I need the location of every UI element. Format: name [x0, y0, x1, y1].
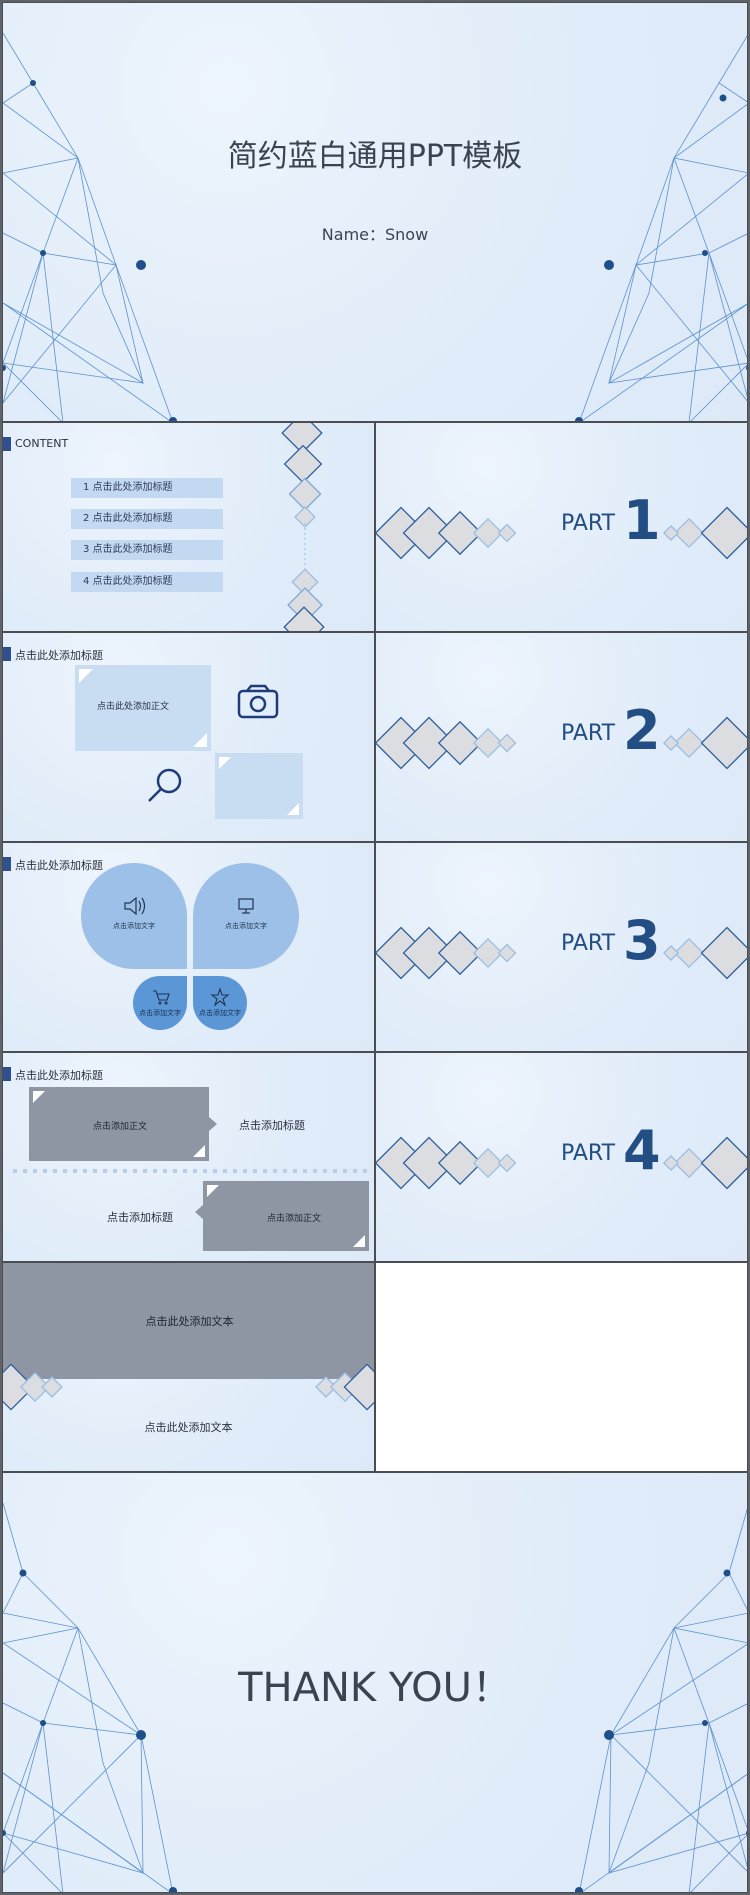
- part-word: PART: [561, 721, 616, 746]
- petal-text: 点击添加文字: [199, 1009, 241, 1017]
- text-box-slide[interactable]: 点击此处添加标题 点击此处添加正文: [2, 632, 375, 842]
- header-marker: [3, 857, 11, 871]
- camera-icon: [237, 684, 279, 719]
- monitor-icon: [238, 898, 254, 914]
- slide-header: 点击此处添加标题: [15, 649, 103, 662]
- part-2-slide[interactable]: PART 2: [375, 632, 748, 842]
- callout-slide[interactable]: 点击此处添加标题 点击添加正文 点击添加标题 点击添加标题 点击添加正文: [2, 1052, 375, 1262]
- content-item-3[interactable]: 3 点击此处添加标题: [71, 540, 223, 560]
- callout-label-1: 点击添加标题: [239, 1119, 305, 1132]
- thank-you-text: THANK YOU！: [238, 1665, 512, 1711]
- diamond-row-decoration: [376, 926, 747, 980]
- petal-bottom-left[interactable]: 点击添加文字: [133, 976, 187, 1030]
- petal-text: 点击添加文字: [113, 922, 155, 930]
- callout-decoration: [13, 1091, 369, 1247]
- content-item-2[interactable]: 2 点击此处添加标题: [71, 509, 223, 529]
- petal-bottom-right[interactable]: 点击添加文字: [193, 976, 247, 1030]
- slide-header: 点击此处添加标题: [15, 1069, 103, 1082]
- diamond-row-decoration: [376, 506, 747, 560]
- part-number: 3: [623, 909, 661, 972]
- network-lines-decoration: [3, 1502, 747, 1892]
- contents-header: CONTENT: [15, 437, 69, 450]
- bottom-text: 点击此处添加文本: [144, 1421, 233, 1434]
- callout-box-2[interactable]: 点击添加正文: [203, 1181, 369, 1251]
- header-marker: [3, 1067, 11, 1081]
- petal-top-left[interactable]: 点击添加文字: [81, 863, 187, 969]
- petal-text: 点击添加文字: [225, 922, 267, 930]
- body-text-box[interactable]: 点击此处添加正文: [75, 665, 211, 751]
- part-3-slide[interactable]: PART 3: [375, 842, 748, 1052]
- callout-label-2: 点击添加标题: [107, 1211, 173, 1224]
- cover-slide[interactable]: 简约蓝白通用PPT模板 Name：Snow: [2, 2, 748, 422]
- thank-you-slide[interactable]: THANK YOU！: [2, 1472, 748, 1893]
- banner-text: 点击此处添加文本: [145, 1315, 234, 1328]
- cover-title: 简约蓝白通用PPT模板: [227, 139, 523, 174]
- diamond-column-decoration: [281, 423, 325, 631]
- part-4-slide[interactable]: PART 4: [375, 1052, 748, 1262]
- part-word: PART: [561, 511, 616, 536]
- image-placeholder[interactable]: [215, 753, 303, 819]
- star-icon: [210, 987, 230, 1007]
- part-word: PART: [561, 931, 616, 956]
- content-item-1[interactable]: 1 点击此处添加标题: [71, 478, 223, 498]
- petal-slide[interactable]: 点击此处添加标题 点击添加文字 点击添加文字 点击添加文字 点击添加文字: [2, 842, 375, 1052]
- speaker-icon: [124, 896, 146, 916]
- content-item-4[interactable]: 4 点击此处添加标题: [71, 572, 223, 592]
- part-1-slide[interactable]: PART 1: [375, 422, 748, 632]
- banner-slide[interactable]: 点击此处添加文本 点击此处添加文本: [2, 1262, 375, 1472]
- callout-box-1[interactable]: 点击添加正文: [29, 1087, 209, 1161]
- part-word: PART: [561, 1141, 616, 1166]
- callout-text: 点击添加正文: [93, 1122, 148, 1132]
- callout-text: 点击添加正文: [267, 1214, 322, 1224]
- petal-text: 点击添加文字: [139, 1009, 181, 1017]
- header-marker: [3, 647, 11, 661]
- magnifier-icon: [148, 768, 182, 802]
- part-number: 2: [623, 699, 661, 762]
- banner-box[interactable]: 点击此处添加文本: [3, 1263, 374, 1379]
- header-marker: [3, 437, 11, 451]
- petal-top-right[interactable]: 点击添加文字: [193, 863, 299, 969]
- blank-slide: [375, 1262, 748, 1472]
- diamond-row-decoration: [3, 1363, 374, 1411]
- diamond-row-decoration: [376, 716, 747, 770]
- part-number: 4: [623, 1119, 661, 1182]
- contents-slide[interactable]: CONTENT 1 点击此处添加标题 2 点击此处添加标题 3 点击此处添加标题…: [2, 422, 375, 632]
- body-text: 点击此处添加正文: [97, 702, 170, 712]
- cart-icon: [153, 990, 170, 1005]
- slide-header: 点击此处添加标题: [15, 859, 103, 872]
- part-number: 1: [623, 489, 661, 552]
- box-corner-marks: [79, 669, 299, 815]
- cover-subtitle: Name：Snow: [321, 225, 429, 244]
- network-lines-decoration: [3, 32, 747, 421]
- diamond-row-decoration: [376, 1136, 747, 1190]
